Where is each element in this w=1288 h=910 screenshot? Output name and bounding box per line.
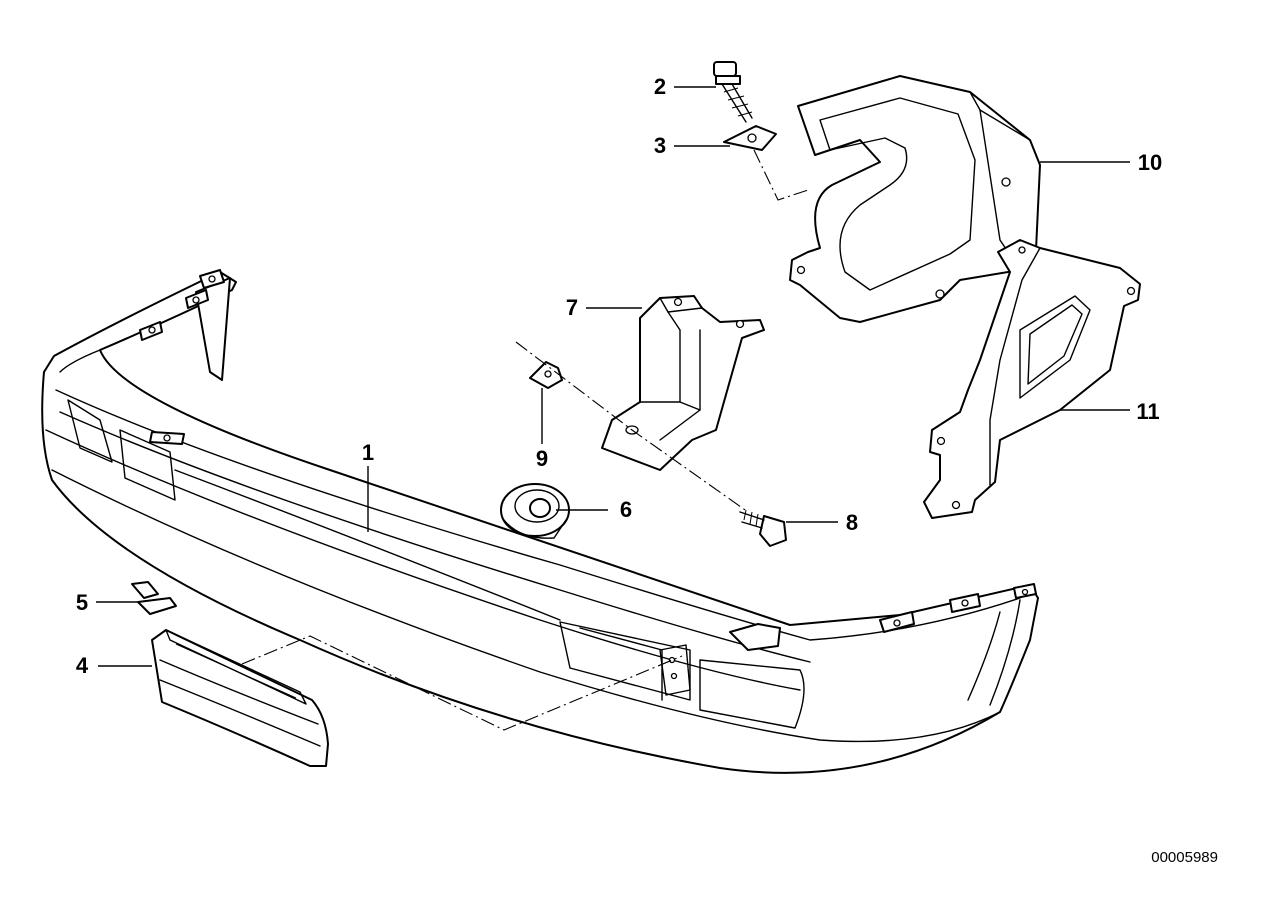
clip-part-5 <box>131 581 177 615</box>
callout-11: 11 <box>1136 399 1159 424</box>
callout-7: 7 <box>566 295 578 320</box>
callout-4: 4 <box>76 653 89 678</box>
callout-10: 10 <box>1138 150 1162 175</box>
clip-nut-part-3 <box>723 125 777 151</box>
callout-3: 3 <box>654 133 666 158</box>
callout-9: 9 <box>536 446 548 471</box>
trim-strip-part-4 <box>151 629 329 767</box>
callout-6: 6 <box>620 497 632 522</box>
bolt-part-8 <box>739 509 787 547</box>
callout-5: 5 <box>76 590 88 615</box>
support-bracket-part-7 <box>601 295 765 471</box>
callout-2: 2 <box>654 74 666 99</box>
screw-part-2 <box>713 61 753 123</box>
bumper-part-1 <box>41 269 1039 774</box>
clip-part-9 <box>529 361 563 389</box>
bracket-part-10 <box>789 75 1041 323</box>
callout-1: 1 <box>362 440 374 465</box>
callout-labels: 1 2 3 4 5 6 7 8 9 10 11 <box>76 74 1162 678</box>
document-number: 00005989 <box>1151 849 1218 866</box>
grommet-part-6 <box>500 483 570 539</box>
leader-lines <box>96 86 1130 667</box>
assembly-lines <box>241 149 809 731</box>
callout-8: 8 <box>846 510 858 535</box>
bracket-part-11 <box>923 239 1141 519</box>
